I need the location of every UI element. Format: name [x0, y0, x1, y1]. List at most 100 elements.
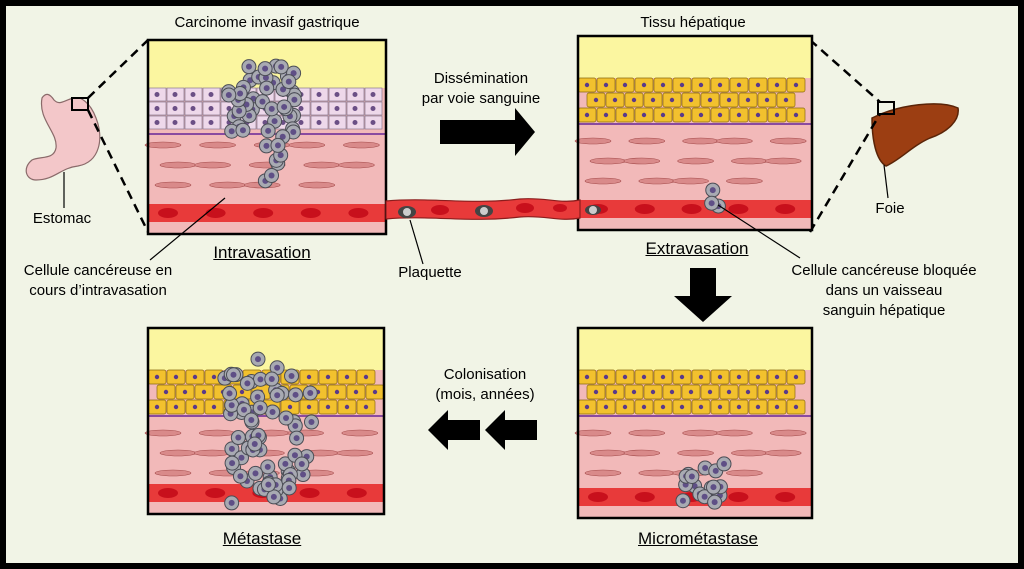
panel-frame: [146, 326, 386, 516]
red-blood-cell: [348, 208, 369, 218]
hepatocyte: [672, 399, 692, 415]
fibroblast: [298, 181, 336, 189]
fibroblast: [159, 449, 197, 457]
dissemination-label-line1: Dissémination: [433, 70, 529, 87]
epithelial-cell: [166, 101, 185, 116]
hepatocyte: [748, 399, 768, 415]
colonisation-label-line1: Colonisation: [443, 366, 527, 383]
hepatocyte: [681, 384, 701, 400]
epithelial-cell: [346, 101, 365, 116]
cancer-cell: [236, 402, 252, 418]
cancer-cell: [281, 74, 297, 90]
fibroblast: [731, 157, 768, 165]
cancer-cell: [288, 387, 304, 403]
hepatocyte: [672, 107, 692, 123]
red-blood-cell: [300, 208, 321, 218]
hepatocyte: [757, 92, 777, 108]
cancer-cell: [302, 385, 318, 401]
epithelial-cell: [328, 101, 347, 116]
hepatocyte: [156, 384, 176, 400]
red-blood-cell: [775, 204, 796, 214]
hepatocyte: [586, 384, 606, 400]
fibroblast: [623, 157, 661, 165]
cancer-cell: [232, 86, 248, 102]
hepatocyte: [577, 107, 597, 123]
cancer-cell: [259, 80, 275, 96]
hepatocyte: [596, 107, 616, 123]
hepatocyte: [691, 77, 711, 93]
epithelial-cell: [166, 87, 185, 102]
fibroblast: [672, 177, 709, 185]
hepatocyte: [185, 399, 205, 415]
hepatocyte: [624, 384, 644, 400]
panel-frame: [576, 326, 814, 520]
fibroblast: [154, 469, 192, 477]
fibroblast: [764, 157, 802, 165]
hepatocyte: [615, 77, 635, 93]
hepatocyte: [365, 384, 385, 400]
red-blood-cell: [431, 205, 449, 215]
red-blood-cell: [634, 204, 655, 214]
red-blood-cell: [253, 208, 274, 218]
micrometastasis-label: Micrométastase: [638, 529, 758, 548]
hepatocyte: [634, 77, 654, 93]
hepatocyte: [786, 77, 806, 93]
hepatocyte: [653, 369, 673, 385]
hepatocyte: [596, 369, 616, 385]
fibroblast: [726, 177, 763, 185]
hepatocyte: [185, 369, 205, 385]
fibroblast: [769, 137, 807, 145]
intravasating-cell-label-line2: cours d’intravasation: [29, 282, 167, 299]
hepatocyte: [596, 399, 616, 415]
hepatocyte: [337, 399, 357, 415]
cancer-cell: [276, 99, 292, 115]
hepatocyte: [577, 369, 597, 385]
hepatocyte: [767, 399, 787, 415]
fibroblast: [336, 449, 374, 457]
hepatocyte: [356, 369, 376, 385]
blocked-cell-label-line1: Cellule cancéreuse bloquée: [791, 262, 977, 279]
hepatocyte: [738, 384, 758, 400]
epithelial-cell: [364, 87, 383, 102]
red-blood-cell: [681, 204, 702, 214]
hepatocyte: [672, 369, 692, 385]
red-blood-cell: [205, 488, 226, 498]
fibroblast: [343, 141, 380, 149]
cancer-cell: [257, 61, 273, 77]
cancer-cell: [289, 430, 305, 446]
intravasation-panel: [144, 38, 388, 236]
cancer-cell: [235, 122, 251, 138]
cancer-cell: [278, 410, 294, 426]
red-blood-cell: [158, 208, 178, 218]
hepatocyte: [605, 384, 625, 400]
hepatocyte: [318, 399, 338, 415]
hepatocyte: [729, 107, 749, 123]
hepatocyte: [166, 369, 186, 385]
double-arrow-left-icon: [428, 410, 537, 450]
epithelial-cell: [346, 115, 365, 130]
epithelial-cell: [148, 101, 167, 116]
hepatocyte: [729, 77, 749, 93]
hepatocyte: [194, 384, 214, 400]
cancer-cell: [225, 367, 241, 383]
cancer-cell: [270, 137, 286, 153]
hepatocyte: [786, 369, 806, 385]
fibroblast: [589, 157, 627, 165]
hepatocyte: [615, 107, 635, 123]
hepatocyte: [634, 107, 654, 123]
red-blood-cell: [553, 204, 567, 212]
hepatocyte: [299, 369, 319, 385]
epithelial-cell: [328, 87, 347, 102]
hepatocyte: [653, 77, 673, 93]
hepatocyte: [710, 77, 730, 93]
cancer-cell: [286, 92, 302, 108]
cancer-cell: [707, 494, 723, 510]
red-blood-cell: [205, 208, 226, 218]
hepatocyte: [299, 399, 319, 415]
cancer-cell: [269, 387, 285, 403]
hepatocyte: [653, 107, 673, 123]
stomach-label: Estomac: [32, 210, 92, 227]
hepatocyte: [767, 107, 787, 123]
hepatocyte: [327, 384, 347, 400]
hepatocyte: [786, 399, 806, 415]
